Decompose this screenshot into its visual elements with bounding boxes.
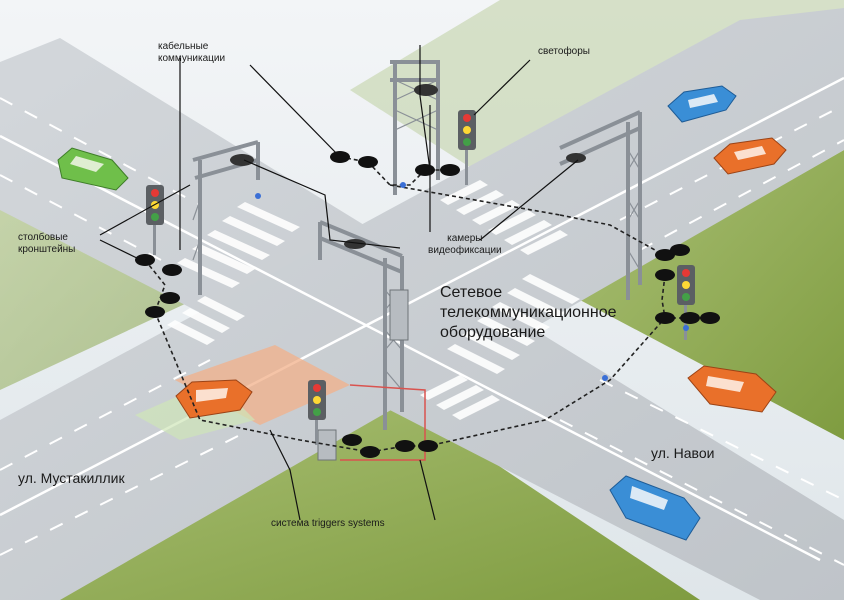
label-street-navoi: ул. Навои	[651, 445, 714, 461]
label-cable-communications: кабельные коммуникации	[158, 41, 225, 64]
camera-left	[230, 154, 254, 166]
label-network-line1: Сетевое	[440, 283, 617, 303]
label-traffic-lights: светофоры	[538, 46, 590, 58]
label-cameras-line2: видеофиксации	[428, 245, 502, 257]
label-pole-brackets-line2: кронштейны	[18, 244, 75, 256]
label-pole-brackets: столбовые кронштейны	[18, 232, 75, 255]
label-network-equipment: Сетевое телекоммуникационное оборудовани…	[440, 283, 617, 343]
label-video-cameras: камеры видеофиксации	[428, 233, 502, 256]
camera-top	[414, 84, 438, 96]
label-trigger-system: система triggers systems	[271, 518, 385, 530]
label-street-mustakillik: ул. Мустакиллик	[18, 470, 125, 486]
label-cameras-line1: камеры	[428, 233, 502, 245]
label-cable-comm-line1: кабельные	[158, 41, 225, 53]
label-network-line2: телекоммуникационное	[440, 303, 617, 323]
network-cabinet-center	[390, 290, 408, 340]
label-pole-brackets-line1: столбовые	[18, 232, 75, 244]
label-cable-comm-line2: коммуникации	[158, 53, 225, 65]
label-network-line3: оборудование	[440, 323, 617, 343]
